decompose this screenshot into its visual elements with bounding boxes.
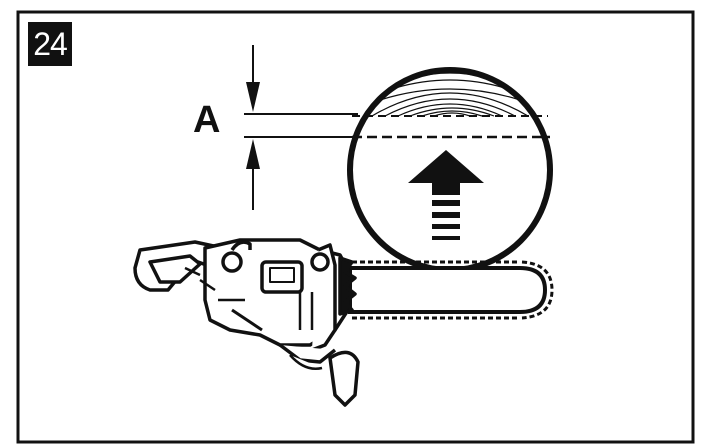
dimension-a [244,45,358,210]
guide-bar [348,260,554,320]
up-arrow-icon [408,150,484,183]
arrow-down-icon [246,82,260,112]
chainsaw-body [133,238,360,407]
arrow-up-icon [246,139,260,169]
dimension-label: A [193,99,221,141]
log-cross-section [347,67,553,273]
figure-border [16,10,695,444]
figure-number-badge: 24 [28,22,72,66]
